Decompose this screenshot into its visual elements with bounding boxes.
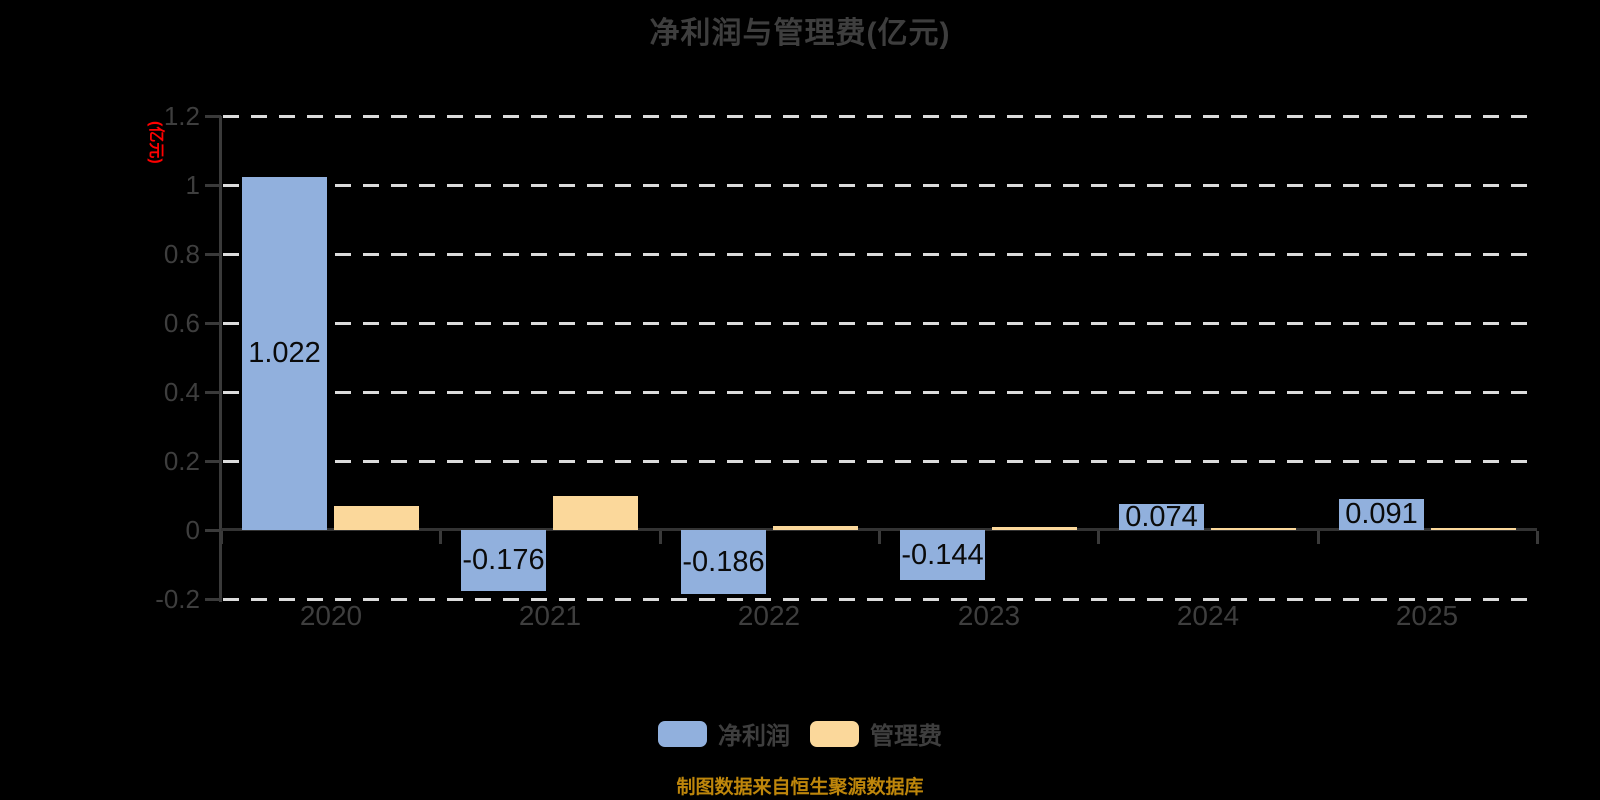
y-tick-label: 0.4 <box>163 377 200 407</box>
management-fee-bar-2022[interactable] <box>773 526 858 530</box>
x-tick-label-2021: 2021 <box>518 600 582 631</box>
y-axis-line <box>219 116 222 602</box>
chart-title: 净利润与管理费(亿元) <box>649 17 951 50</box>
legend-item-net-profit[interactable]: 净利润 <box>658 716 790 751</box>
net-profit-value-label-2021: -0.176 <box>462 544 545 576</box>
x-axis-tick <box>220 531 223 544</box>
gridline <box>223 391 1537 394</box>
net-profit-bar-2021[interactable]: -0.176 <box>461 530 546 591</box>
net-profit-legend-label: 净利润 <box>718 723 790 750</box>
y-tick-label: -0.2 <box>155 584 200 614</box>
y-axis-tick <box>205 391 221 394</box>
y-axis-tick <box>205 184 221 187</box>
x-axis-tick <box>1317 531 1320 544</box>
x-tick-label-2020: 2020 <box>299 600 363 631</box>
gridline <box>223 184 1537 187</box>
x-tick-label-2022: 2022 <box>737 600 801 631</box>
net-profit-value-label-2022: -0.186 <box>682 545 765 578</box>
net-profit-value-label-2023: -0.144 <box>901 538 984 571</box>
y-tick-label: 1.2 <box>163 101 200 131</box>
y-axis-tick <box>205 322 221 325</box>
management-fee-bar-2024[interactable] <box>1211 528 1296 530</box>
management-fee-bar-2020[interactable] <box>334 506 419 530</box>
y-axis-tick <box>205 253 221 256</box>
x-axis-tick <box>1536 531 1539 544</box>
y-tick-label: 0.6 <box>163 308 200 338</box>
x-axis-tick <box>659 531 662 544</box>
y-axis-tick <box>205 460 221 463</box>
data-source-note: 制图数据来自恒生聚源数据库 <box>676 777 924 798</box>
gridline <box>223 253 1537 256</box>
y-tick-label: 0.8 <box>163 239 200 269</box>
y-axis-tick <box>205 598 221 601</box>
net-profit-value-label-2025: 0.091 <box>1345 498 1418 530</box>
x-axis-tick <box>1097 531 1100 544</box>
net-profit-value-label-2020: 1.022 <box>248 337 321 369</box>
gridline <box>223 598 1537 601</box>
legend-item-management-fee[interactable]: 管理费 <box>810 716 942 751</box>
x-axis-line <box>221 528 1537 531</box>
y-tick-label: 1 <box>185 170 200 200</box>
legend: 净利润 管理费 <box>0 716 1600 751</box>
management-fee-legend-swatch <box>810 720 859 747</box>
net-profit-bar-2023[interactable]: -0.144 <box>900 530 985 580</box>
net-profit-bar-2024[interactable]: 0.074 <box>1119 501 1204 533</box>
net-profit-value-label-2024: 0.074 <box>1125 500 1198 533</box>
net-profit-bar-2022[interactable]: -0.186 <box>681 530 766 594</box>
management-fee-bar-2025[interactable] <box>1431 528 1516 530</box>
x-axis-tick <box>878 531 881 544</box>
x-tick-label-2025: 2025 <box>1395 600 1459 631</box>
y-tick-label: 0.2 <box>163 446 200 476</box>
x-axis-tick <box>439 531 442 544</box>
gridline <box>223 460 1537 463</box>
net-profit-legend-swatch <box>658 720 707 747</box>
net-profit-bar-2025[interactable]: 0.091 <box>1339 498 1424 530</box>
management-fee-bar-2023[interactable] <box>992 527 1077 530</box>
gridline <box>223 115 1537 118</box>
y-axis-tick <box>205 529 221 532</box>
y-axis-tick <box>205 115 221 118</box>
net-profit-bar-2020[interactable]: 1.022 <box>242 177 327 530</box>
x-tick-label-2023: 2023 <box>957 600 1021 631</box>
management-fee-legend-label: 管理费 <box>870 723 942 750</box>
y-tick-label: 0 <box>185 515 200 545</box>
management-fee-bar-2021[interactable] <box>553 496 638 530</box>
gridline <box>223 322 1537 325</box>
x-tick-label-2024: 2024 <box>1176 600 1240 631</box>
